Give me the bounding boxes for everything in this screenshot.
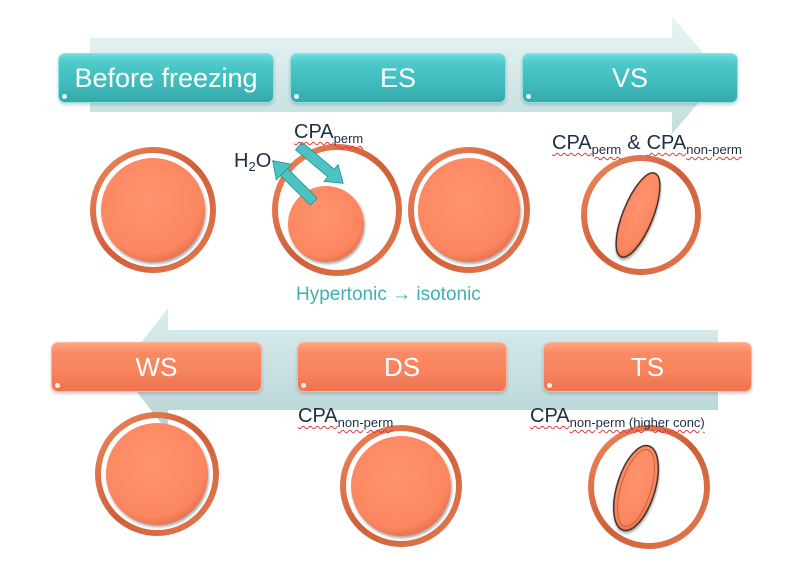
cell-ws bbox=[95, 412, 219, 536]
cell-before-freezing bbox=[90, 147, 216, 273]
highlight-dot bbox=[301, 383, 306, 388]
ampersand: & bbox=[627, 132, 641, 154]
highlight-dot bbox=[294, 94, 299, 99]
stage-label: Before freezing bbox=[74, 62, 258, 93]
cell-ts-dehydrated bbox=[588, 425, 710, 549]
stage-label: DS bbox=[383, 351, 421, 382]
cell-es-shrunk bbox=[272, 144, 402, 276]
ts-cpa-label: CPAnon-perm (higher conc) bbox=[530, 406, 705, 429]
highlight-dot bbox=[55, 383, 60, 388]
highlight-dot bbox=[62, 94, 67, 99]
cpa-subscript: perm bbox=[591, 142, 622, 157]
cpa-text: CPA bbox=[298, 405, 338, 427]
water-efflux-arrow bbox=[272, 160, 318, 206]
cpa-subscript: non-perm bbox=[686, 142, 742, 157]
cell-es-isotonic bbox=[408, 147, 530, 273]
water-h: H bbox=[234, 150, 249, 172]
cpa-subscript: non-perm (higher conc) bbox=[569, 415, 705, 430]
cpa-subscript: perm bbox=[333, 131, 364, 146]
cpa-subscript: non-perm bbox=[337, 415, 394, 430]
ds-cpa-label: CPAnon-perm bbox=[298, 406, 393, 429]
h2o-label: H2O bbox=[234, 151, 271, 173]
water-o: O bbox=[255, 150, 272, 172]
cell-vs-dehydrated bbox=[581, 155, 701, 275]
stage-label: WS bbox=[135, 351, 178, 382]
stage-label: ES bbox=[379, 62, 417, 93]
stage-es: ES bbox=[290, 53, 506, 103]
cpa-influx-arrow bbox=[295, 141, 344, 184]
stage-ts: TS bbox=[543, 342, 752, 392]
cpa-text: CPA bbox=[530, 405, 570, 427]
stage-label: VS bbox=[611, 62, 649, 93]
highlight-dot bbox=[547, 383, 552, 388]
cpa-text: CPA bbox=[294, 121, 334, 143]
cpa-text: CPA bbox=[646, 132, 687, 154]
stage-before-freezing: Before freezing bbox=[58, 53, 274, 103]
stage-ws: WS bbox=[51, 342, 262, 392]
cell-ds bbox=[340, 425, 462, 547]
stage-label: TS bbox=[630, 351, 665, 382]
vs-cpa-label: CPAperm&CPAnon-perm bbox=[552, 133, 742, 156]
cpa-text: CPA bbox=[552, 132, 592, 154]
stage-ds: DS bbox=[297, 342, 507, 392]
highlight-dot bbox=[526, 94, 531, 99]
stage-vs: VS bbox=[522, 53, 738, 103]
es-cpa-perm-label: CPAperm bbox=[294, 122, 363, 145]
water-subscript: 2 bbox=[248, 159, 256, 174]
hypertonic-isotonic-caption: Hypertonic → isotonic bbox=[296, 284, 481, 305]
